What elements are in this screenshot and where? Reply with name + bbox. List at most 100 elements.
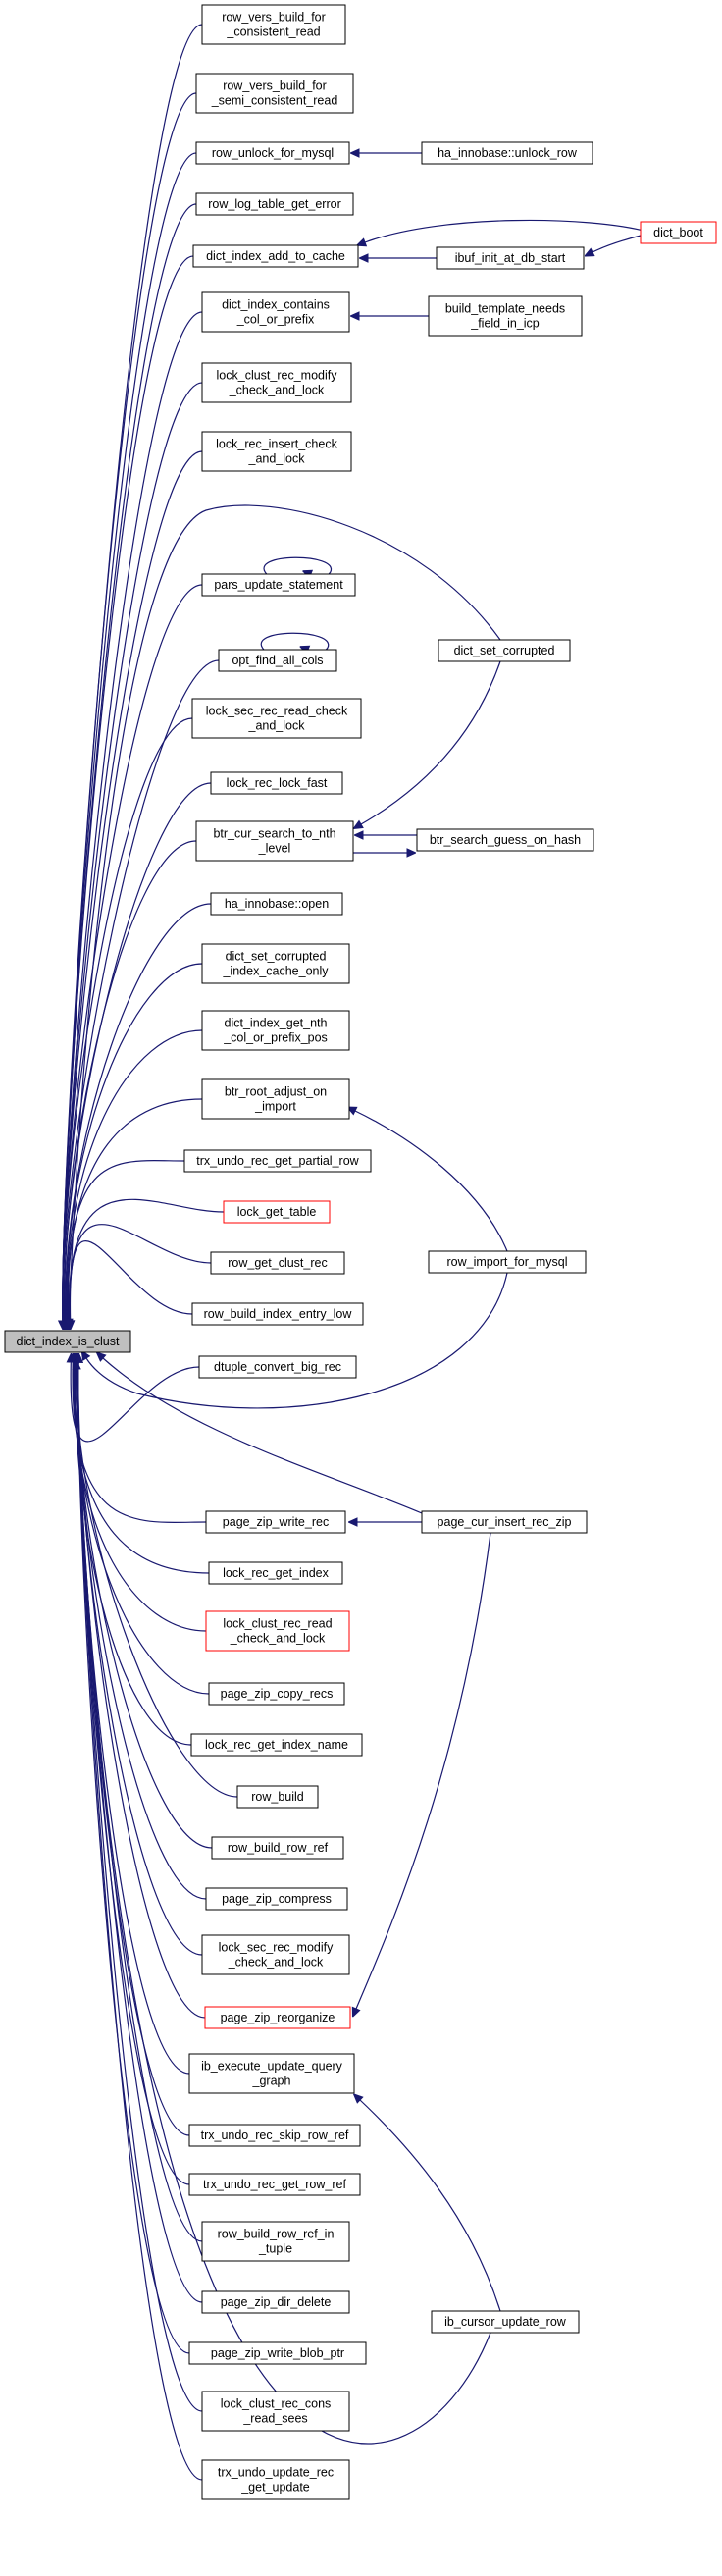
node-lock-rec-get-index-name[interactable]: lock_rec_get_index_name <box>190 1733 363 1757</box>
node-lock-clust-rec-read-check-and-lock[interactable]: lock_clust_rec_read_check_and_lock <box>205 1610 350 1652</box>
node-trx-undo-rec-get-row-ref[interactable]: trx_undo_rec_get_row_ref <box>188 2173 361 2196</box>
node-box <box>205 1887 348 1911</box>
node-label: dict_index_get_nth <box>225 1017 328 1030</box>
edge-n13-to-root <box>65 840 197 1321</box>
edge-n10-to-root <box>63 659 220 1321</box>
node-dict-set-corrupted[interactable]: dict_set_corrupted <box>438 639 571 662</box>
node-label: _col_or_prefix <box>236 313 315 327</box>
node-box <box>191 1302 364 1326</box>
node-box <box>188 2124 361 2147</box>
node-label: ibuf_init_at_db_start <box>455 251 566 265</box>
node-dict-index-get-nth-col-or-prefix-pos[interactable]: dict_index_get_nth_col_or_prefix_pos <box>201 1010 350 1051</box>
node-page-zip-write-rec[interactable]: page_zip_write_rec <box>205 1510 346 1534</box>
node-label: row_get_clust_rec <box>228 1256 327 1270</box>
node-box <box>205 1510 346 1534</box>
node-label: _check_and_lock <box>230 1632 326 1646</box>
edge-n19-to-root <box>69 1198 225 1321</box>
node-lock-get-table[interactable]: lock_get_table <box>223 1200 331 1224</box>
node-lock-rec-get-index[interactable]: lock_rec_get_index <box>208 1561 343 1585</box>
node-box <box>201 573 356 597</box>
node-label: btr_cur_search_to_nth <box>213 827 335 841</box>
node-dict-set-corrupted-index-cache-only[interactable]: dict_set_corrupted_index_cache_only <box>201 943 350 984</box>
node-trx-undo-update-rec-get-update[interactable]: trx_undo_update_rec_get_update <box>201 2459 350 2500</box>
node-dict-index-is-clust[interactable]: dict_index_is_clust <box>4 1330 131 1353</box>
node-label: row_vers_build_for <box>223 79 327 93</box>
node-box <box>201 2290 350 2314</box>
node-label: row_import_for_mysql <box>447 1255 568 1269</box>
node-dict-index-add-to-cache[interactable]: dict_index_add_to_cache <box>192 244 359 268</box>
node-label: pars_update_statement <box>214 578 343 592</box>
node-box <box>4 1330 131 1353</box>
node-label: _consistent_read <box>226 26 320 39</box>
node-label: ib_cursor_update_row <box>444 2315 567 2329</box>
node-label: row_unlock_for_mysql <box>212 146 334 160</box>
node-lock-clust-rec-cons-read-sees[interactable]: lock_clust_rec_cons_read_sees <box>201 2391 350 2432</box>
node-label: page_zip_write_rec <box>223 1515 329 1529</box>
node-lock-rec-insert-check-and-lock[interactable]: lock_rec_insert_check_and_lock <box>201 431 352 472</box>
node-btr-cur-search-to-nth-level[interactable]: btr_cur_search_to_nth_level <box>195 820 354 862</box>
node-box <box>191 698 362 739</box>
node-label: dtuple_convert_big_rec <box>214 1360 341 1374</box>
node-row-vers-build-for-consistent-read[interactable]: row_vers_build_for_consistent_read <box>201 4 346 45</box>
node-row-build[interactable]: row_build <box>236 1785 319 1809</box>
node-dtuple-convert-big-rec[interactable]: dtuple_convert_big_rec <box>198 1355 357 1379</box>
edge-n18-to-root <box>69 1160 185 1321</box>
node-layer: dict_index_is_clustrow_vers_build_for_co… <box>4 4 717 2500</box>
node-label: page_zip_copy_recs <box>221 1687 334 1701</box>
node-box <box>195 73 354 114</box>
node-row-vers-build-for-semi-consistent-read[interactable]: row_vers_build_for_semi_consistent_read <box>195 73 354 114</box>
node-row-get-clust-rec[interactable]: row_get_clust_rec <box>210 1251 345 1275</box>
node-ib-cursor-update-row[interactable]: ib_cursor_update_row <box>431 2310 580 2334</box>
node-row-build-index-entry-low[interactable]: row_build_index_entry_low <box>191 1302 364 1326</box>
node-dict-boot[interactable]: dict_boot <box>640 221 717 244</box>
node-label: row_log_table_get_error <box>208 197 341 211</box>
node-dict-index-contains-col-or-prefix[interactable]: dict_index_contains_col_or_prefix <box>201 291 350 333</box>
node-box <box>431 2310 580 2334</box>
node-box <box>208 1682 345 1706</box>
node-box <box>204 2006 351 2029</box>
node-row-unlock-for-mysql[interactable]: row_unlock_for_mysql <box>195 141 350 165</box>
node-label: trx_undo_update_rec <box>218 2466 334 2480</box>
node-page-zip-reorganize[interactable]: page_zip_reorganize <box>204 2006 351 2029</box>
node-build-template-needs-field-in-icp[interactable]: build_template_needs_field_in_icp <box>428 295 583 337</box>
node-lock-clust-rec-modify-check-and-lock[interactable]: lock_clust_rec_modify_check_and_lock <box>201 362 352 403</box>
node-label: _col_or_prefix_pos <box>223 1031 328 1045</box>
node-row-build-row-ref[interactable]: row_build_row_ref <box>211 1836 344 1860</box>
node-box <box>183 1149 372 1173</box>
node-row-import-for-mysql[interactable]: row_import_for_mysql <box>428 1250 587 1274</box>
node-box <box>201 1078 350 1120</box>
node-opt-find-all-cols[interactable]: opt_find_all_cols <box>218 649 337 672</box>
node-lock-rec-lock-fast[interactable]: lock_rec_lock_fast <box>210 771 343 795</box>
node-btr-search-guess-on-hash[interactable]: btr_search_guess_on_hash <box>416 828 594 852</box>
node-ha-innobase-open[interactable]: ha_innobase::open <box>210 892 343 916</box>
node-box <box>192 244 359 268</box>
node-lock-sec-rec-modify-check-and-lock[interactable]: lock_sec_rec_modify_check_and_lock <box>201 1934 350 1975</box>
node-box <box>205 1610 350 1652</box>
node-label: _tuple <box>258 2242 292 2256</box>
node-pars-update-statement[interactable]: pars_update_statement <box>201 573 356 597</box>
node-lock-sec-rec-read-check-and-lock[interactable]: lock_sec_rec_read_check_and_lock <box>191 698 362 739</box>
edge-m04-to-root <box>69 504 501 1319</box>
node-label: row_build_row_ref <box>228 1841 329 1855</box>
node-trx-undo-rec-get-partial-row[interactable]: trx_undo_rec_get_partial_row <box>183 1149 372 1173</box>
node-label: _semi_consistent_read <box>211 94 338 108</box>
node-page-zip-copy-recs[interactable]: page_zip_copy_recs <box>208 1682 345 1706</box>
edge-layer <box>63 24 648 2481</box>
node-ibuf-init-at-db-start[interactable]: ibuf_init_at_db_start <box>436 246 585 270</box>
node-label: _import <box>254 1100 296 1114</box>
node-btr-root-adjust-on-import[interactable]: btr_root_adjust_on_import <box>201 1078 350 1120</box>
node-ib-execute-update-query-graph[interactable]: ib_execute_update_query_graph <box>188 2053 355 2094</box>
node-row-build-row-ref-in-tuple[interactable]: row_build_row_ref_in_tuple <box>201 2221 350 2262</box>
node-page-zip-dir-delete[interactable]: page_zip_dir_delete <box>201 2290 350 2314</box>
node-row-log-table-get-error[interactable]: row_log_table_get_error <box>195 192 354 216</box>
node-page-cur-insert-rec-zip[interactable]: page_cur_insert_rec_zip <box>421 1510 588 1534</box>
node-trx-undo-rec-skip-row-ref[interactable]: trx_undo_rec_skip_row_ref <box>188 2124 361 2147</box>
node-ha-innobase-unlock-row[interactable]: ha_innobase::unlock_row <box>421 141 593 165</box>
node-label: ha_innobase::unlock_row <box>438 146 578 160</box>
node-page-zip-write-blob-ptr[interactable]: page_zip_write_blob_ptr <box>188 2341 367 2365</box>
node-page-zip-compress[interactable]: page_zip_compress <box>205 1887 348 1911</box>
node-label: _field_in_icp <box>470 317 540 331</box>
edge-m07-to-root <box>103 1358 423 1514</box>
node-label: ha_innobase::open <box>225 897 329 911</box>
